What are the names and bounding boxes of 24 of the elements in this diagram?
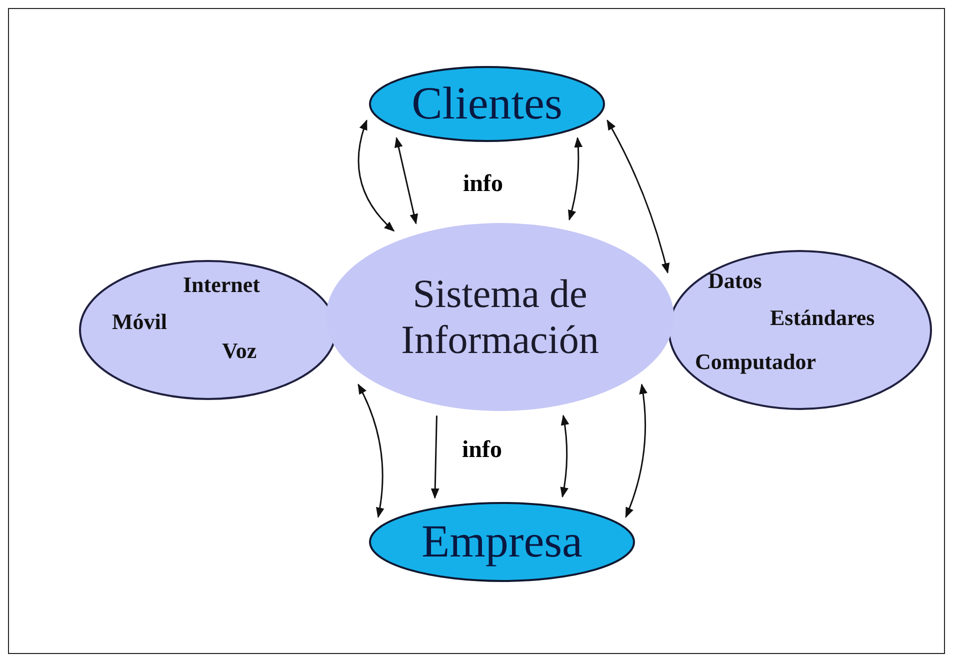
node-label: Móvil [112, 311, 167, 333]
node-label: Internet [183, 274, 260, 296]
double-arrow [560, 414, 569, 498]
node-label: Voz [222, 340, 257, 362]
company-ellipse [369, 502, 635, 582]
node-label: Empresa [420, 516, 584, 568]
double-arrow [606, 120, 670, 274]
node-label: Clientes [410, 78, 564, 130]
info-label: info [463, 172, 504, 196]
channel-ellipse [79, 260, 337, 400]
client-ellipse [369, 66, 605, 142]
node-label: Estándares [770, 307, 875, 329]
arrow [430, 416, 440, 499]
double-arrow [568, 136, 582, 221]
resource-ellipse [668, 250, 932, 410]
center-label: Sistema de Información [400, 271, 600, 363]
double-arrow [394, 136, 418, 224]
system-ellipse [325, 222, 675, 412]
double-arrow [358, 119, 395, 232]
info-label: info [462, 438, 502, 462]
node-label: Datos [708, 270, 762, 292]
node-label: Computador [695, 351, 816, 373]
double-arrow [358, 384, 384, 518]
double-arrow [625, 383, 648, 518]
